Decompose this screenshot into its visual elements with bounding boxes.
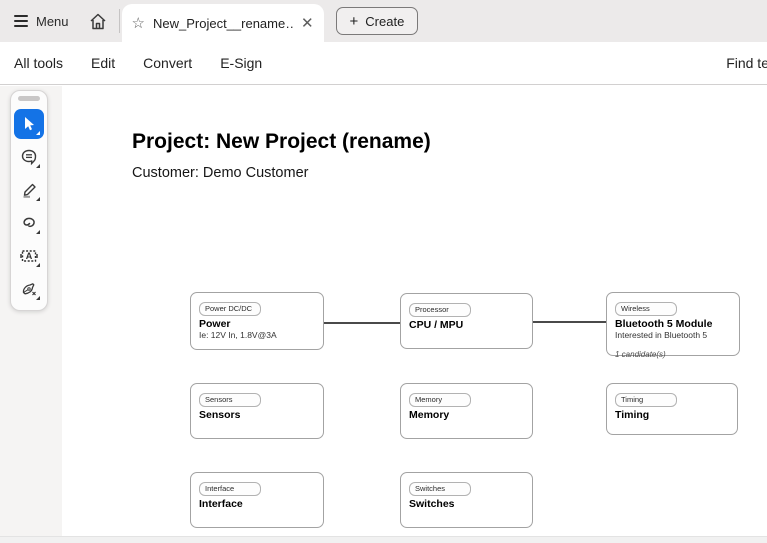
horizontal-scrollbar-track[interactable] (0, 536, 767, 543)
tool-flyout-indicator (36, 164, 40, 168)
document-tab[interactable]: ☆ New_Project__rename… ✕ (121, 4, 324, 42)
create-button[interactable]: + Create (335, 7, 419, 35)
tools-bar: All tools Edit Convert E-Sign Find te (0, 42, 767, 85)
connector-cpu-wireless (533, 321, 607, 323)
fill-sign-pen-icon (22, 283, 36, 296)
favorite-star-icon[interactable]: ☆ (131, 14, 145, 32)
category-badge: Power DC/DC (199, 302, 261, 316)
tab-close-icon[interactable]: ✕ (300, 14, 314, 32)
category-badge: Sensors (199, 393, 261, 407)
node-title: Memory (409, 408, 450, 421)
node-title: Switches (409, 497, 455, 510)
node-title: CPU / MPU (409, 318, 464, 331)
diagram-node-sensors[interactable]: Sensors Sensors (190, 383, 324, 439)
category-badge: Switches (409, 482, 471, 496)
category-badge: Timing (615, 393, 677, 407)
diagram-node-cpu[interactable]: Processor CPU / MPU (400, 293, 533, 349)
node-title: Sensors (199, 408, 241, 421)
add-text-tool-button[interactable]: A (14, 241, 44, 271)
add-text-icon: A (20, 250, 38, 262)
plus-icon: + (349, 12, 359, 30)
tool-flyout-indicator (36, 230, 40, 234)
tab-title: New_Project__rename… (152, 15, 293, 31)
document-viewer: A Project: New Project (rename) Customer… (0, 86, 767, 543)
create-label: Create (365, 13, 405, 29)
diagram-node-switches[interactable]: Switches Switches (400, 472, 533, 528)
category-badge: Memory (409, 393, 471, 407)
fill-sign-tool-button[interactable] (14, 274, 44, 304)
comment-tool-button[interactable] (14, 142, 44, 172)
title-bar: Menu ☆ New_Project__rename… ✕ + Create (0, 0, 767, 42)
connector-power-cpu (324, 322, 400, 324)
category-badge: Wireless (615, 302, 677, 316)
hamburger-icon (14, 15, 28, 27)
tool-flyout-indicator (36, 131, 40, 135)
pencil-icon (23, 183, 36, 198)
draw-loop-icon (23, 217, 35, 228)
draw-tool-button[interactable] (14, 208, 44, 238)
diagram-node-wireless[interactable]: Wireless Bluetooth 5 Module Interested i… (606, 292, 740, 359)
menu-item-esign[interactable]: E-Sign (220, 55, 263, 71)
category-badge: Processor (409, 303, 471, 317)
node-candidates-note: 1 candidate(s) (615, 349, 666, 359)
tool-flyout-indicator (36, 263, 40, 267)
pdf-page: Project: New Project (rename) Customer: … (62, 86, 767, 537)
titlebar-separator (118, 9, 120, 33)
cursor-arrow-icon (25, 117, 34, 131)
tool-flyout-indicator (36, 197, 40, 201)
node-title: Interface (199, 497, 243, 510)
palette-drag-handle[interactable] (18, 96, 40, 101)
menu-item-convert[interactable]: Convert (143, 55, 193, 71)
project-title: Project: New Project (rename) (132, 130, 431, 153)
quick-tools-palette[interactable]: A (10, 90, 48, 311)
find-text-label[interactable]: Find te (726, 55, 767, 71)
diagram-node-interface[interactable]: Interface Interface (190, 472, 324, 528)
node-title: Power (199, 317, 231, 330)
node-subtitle: Ie: 12V In, 1.8V@3A (199, 330, 277, 341)
select-tool-button[interactable] (14, 109, 44, 139)
category-badge: Interface (199, 482, 261, 496)
menu-item-all-tools[interactable]: All tools (14, 55, 64, 71)
customer-line: Customer: Demo Customer (132, 165, 309, 181)
menu-label: Menu (36, 13, 69, 29)
home-icon (90, 13, 106, 29)
svg-text:A: A (26, 251, 33, 261)
diagram-node-timing[interactable]: Timing Timing (606, 383, 738, 435)
node-subtitle: Interested in Bluetooth 5 (615, 330, 708, 341)
menu-item-edit[interactable]: Edit (91, 55, 116, 71)
node-title: Bluetooth 5 Module (615, 317, 713, 330)
comment-bubble-icon (21, 149, 37, 166)
highlight-tool-button[interactable] (14, 175, 44, 205)
node-title: Timing (615, 408, 650, 421)
home-button[interactable] (89, 13, 107, 30)
tool-flyout-indicator (36, 296, 40, 300)
diagram-node-power[interactable]: Power DC/DC Power Ie: 12V In, 1.8V@3A (190, 292, 324, 350)
menu-button[interactable]: Menu (14, 14, 69, 29)
diagram-node-memory[interactable]: Memory Memory (400, 383, 533, 439)
